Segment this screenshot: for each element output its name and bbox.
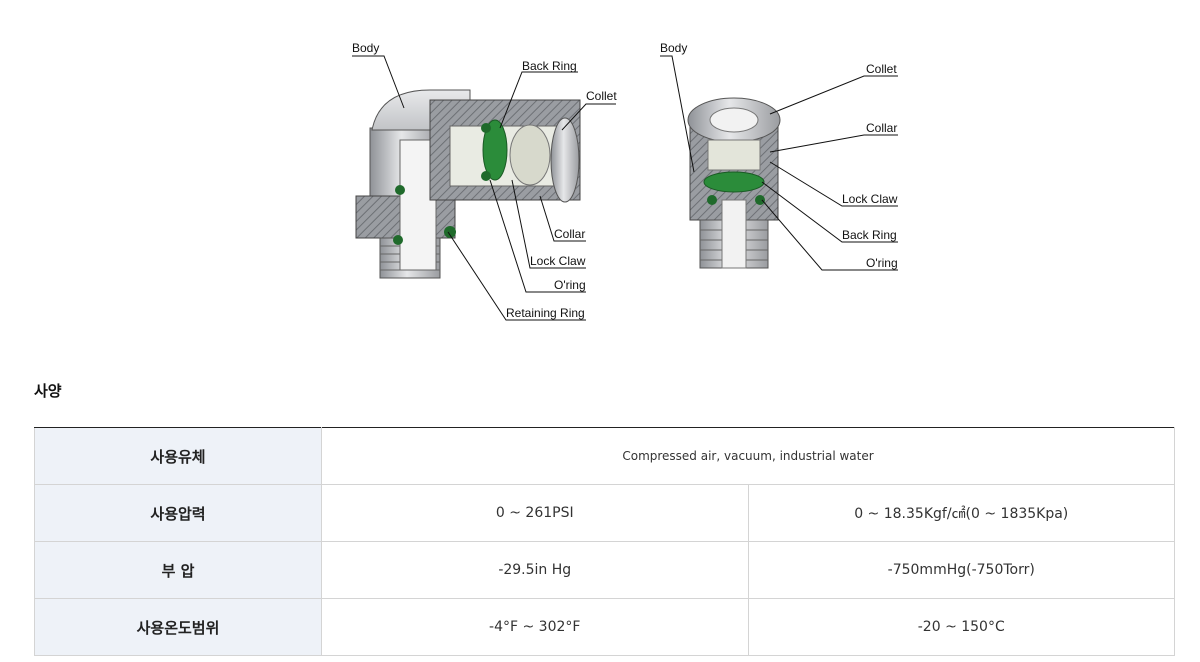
oring-left: [482, 119, 508, 181]
row-value-temp-f: -4°F ~ 302°F: [321, 598, 749, 656]
spec-section-title: 사양: [34, 382, 62, 400]
row-label-temperature: 사용온도범위: [34, 598, 322, 656]
collet-insert-right: [707, 139, 761, 171]
label-body-right: Body: [660, 41, 687, 55]
table-row: 사용온도범위 -4°F ~ 302°F -20 ~ 150°C: [34, 598, 1175, 656]
label-collet-right: Collet: [866, 62, 897, 76]
row-label-vacuum: 부 압: [34, 541, 322, 599]
label-collar-left: Collar: [554, 227, 585, 241]
elbow-fitting-illustration: [355, 89, 581, 279]
row-value-pressure-psi: 0 ~ 261PSI: [321, 484, 749, 542]
label-oring-right: O'ring: [866, 256, 898, 270]
row-label-fluid: 사용유체: [34, 427, 322, 485]
collet-end-left: [550, 117, 580, 203]
oring-right: [703, 171, 765, 193]
table-row: 부 압 -29.5in Hg -750mmHg(-750Torr): [34, 541, 1175, 599]
collet-insert-left: [509, 124, 551, 186]
label-lock-claw-right: Lock Claw: [842, 192, 898, 206]
label-collar-right: Collar: [866, 121, 897, 135]
table-row: 사용압력 0 ~ 261PSI 0 ~ 18.35Kgf/㎠(0 ~ 1835K…: [34, 484, 1175, 542]
fitting-cross-section-diagram: Body Back Ring Collet Collar Lock Claw O…: [352, 41, 898, 321]
label-back-ring-left: Back Ring: [522, 59, 577, 73]
row-value-pressure-kgf: 0 ~ 18.35Kgf/㎠(0 ~ 1835Kpa): [747, 484, 1175, 542]
straight-fitting-illustration: [687, 97, 781, 269]
diagram-svg: Body Back Ring Collet Collar Lock Claw O…: [352, 41, 898, 321]
table-row: 사용유체 Compressed air, vacuum, industrial …: [34, 427, 1175, 485]
label-retaining-ring-left: Retaining Ring: [506, 306, 585, 320]
row-value-temp-c: -20 ~ 150°C: [747, 598, 1175, 656]
spec-table: 사용유체 Compressed air, vacuum, industrial …: [34, 427, 1175, 656]
row-value-vacuum-inhg: -29.5in Hg: [321, 541, 749, 599]
row-label-pressure: 사용압력: [34, 484, 322, 542]
label-oring-left: O'ring: [554, 278, 586, 292]
row-value-vacuum-mmhg: -750mmHg(-750Torr): [747, 541, 1175, 599]
row-value-fluid: Compressed air, vacuum, industrial water: [321, 427, 1175, 485]
label-body-left: Body: [352, 41, 379, 55]
label-collet-left: Collet: [586, 89, 617, 103]
label-back-ring-right: Back Ring: [842, 228, 897, 242]
label-lock-claw-left: Lock Claw: [530, 254, 586, 268]
